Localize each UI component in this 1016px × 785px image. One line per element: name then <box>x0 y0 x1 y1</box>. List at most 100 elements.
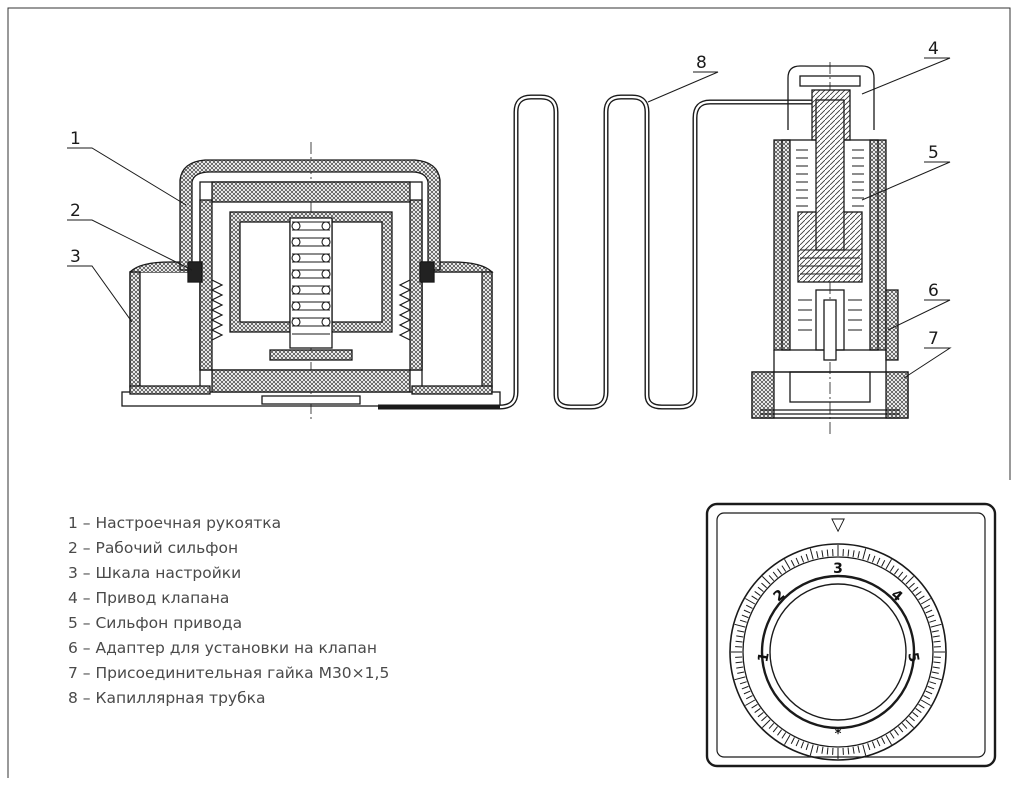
dial-tick <box>923 695 931 700</box>
dial-tick <box>889 732 895 739</box>
dial-tick <box>918 595 925 601</box>
dial-tick <box>876 557 881 565</box>
dial-tick <box>777 729 782 736</box>
setpoint-marker: ▽ <box>831 514 845 535</box>
dial-tick <box>816 745 819 753</box>
dial-tick <box>734 676 746 681</box>
dial-front-view: ▽ 3 2 4 1 5 * <box>705 502 997 768</box>
dial-number-2: 2 <box>771 587 789 606</box>
callout-3: 3 <box>70 247 81 267</box>
dial-tick <box>800 555 805 563</box>
dial-tick <box>894 568 899 575</box>
valve-actuator-section <box>751 62 909 436</box>
dial-tick <box>826 747 829 755</box>
callout-5: 5 <box>928 143 939 163</box>
dial-tick <box>736 666 744 669</box>
dial-tick <box>901 575 908 581</box>
dial-number-4: 4 <box>888 587 906 606</box>
dial-tick <box>862 548 867 560</box>
dial-tick <box>751 703 758 709</box>
legend-item: 2 – Рабочий сильфон <box>68 539 239 557</box>
dial-tick <box>816 551 819 559</box>
legend-list: 1 – Настроечная рукоятка 2 – Рабочий сил… <box>68 511 389 711</box>
dial-tick <box>931 671 939 674</box>
dial-tick <box>745 695 753 700</box>
dial-tick <box>925 609 933 614</box>
dial-tick <box>741 685 749 690</box>
dial-tick <box>871 741 876 749</box>
dial-number-3: 3 <box>833 561 843 577</box>
dial-tick <box>745 598 756 605</box>
dial-tick <box>781 565 787 572</box>
dial-tick <box>912 712 919 718</box>
dial-tick <box>734 623 746 628</box>
dial-tick <box>784 559 791 570</box>
dial-tick <box>751 595 758 601</box>
dial-number-1: 1 <box>755 651 772 663</box>
dial-tick <box>920 598 931 605</box>
dial-tick <box>932 666 940 669</box>
dial-tick <box>761 582 767 589</box>
dial-tick <box>932 635 940 638</box>
dial-tick <box>909 582 915 589</box>
dial-tick <box>761 715 767 722</box>
legend-item: 1 – Настроечная рукоятка <box>68 514 282 532</box>
dial-tick <box>805 553 809 561</box>
dial-tick <box>757 586 764 592</box>
dial-tick <box>885 559 892 570</box>
dial-tick <box>754 708 761 713</box>
dial-tick <box>876 739 881 747</box>
legend-item: 5 – Сильфон привода <box>68 614 243 632</box>
dial-tick <box>852 746 855 754</box>
dial-tick <box>847 747 850 755</box>
callout-4: 4 <box>928 39 939 59</box>
dial-tick <box>737 630 745 633</box>
callout-leaders <box>67 57 952 379</box>
dial-tick <box>925 690 933 695</box>
dial-tick <box>915 591 922 596</box>
dial-tick-ring <box>731 545 945 759</box>
thermostat-head-section <box>121 142 501 420</box>
dial-tick <box>867 743 871 751</box>
dial-tick <box>821 746 824 754</box>
dial-tick <box>889 565 895 572</box>
dial-tick <box>881 737 886 745</box>
callout-7: 7 <box>928 329 939 349</box>
dial-number-5: 5 <box>904 651 921 663</box>
dial-tick <box>761 575 771 585</box>
dial-tick <box>881 559 886 567</box>
legend-item: 6 – Адаптер для установки на клапан <box>68 639 378 657</box>
dial-tick <box>754 591 761 596</box>
dial-tick <box>777 568 782 575</box>
dial-tick <box>901 723 908 729</box>
dial-tick <box>933 661 941 664</box>
dial-tick <box>905 719 915 729</box>
dial-tick <box>739 681 747 685</box>
dial-tick <box>737 671 745 674</box>
dial-tick <box>885 734 892 745</box>
dial-tick <box>809 548 814 560</box>
dial-tick <box>927 614 935 619</box>
dial-tick <box>805 743 809 751</box>
dial-tick <box>739 619 747 623</box>
dial-tick <box>894 729 899 736</box>
legend-item: 7 – Присоединительная гайка М30×1,5 <box>68 664 390 682</box>
dial-tick <box>852 550 855 558</box>
dial-tick <box>912 586 919 592</box>
dial-tick <box>826 549 829 557</box>
dial-tick <box>905 575 915 585</box>
dial-tick <box>821 550 824 558</box>
dial-tick <box>790 559 795 567</box>
dial-tick <box>772 571 778 578</box>
dial-tick <box>867 553 871 561</box>
dial-tick <box>929 681 937 685</box>
dial-tick <box>735 661 743 664</box>
callout-2: 2 <box>70 201 81 221</box>
dial-tick <box>768 723 775 729</box>
page-frame <box>7 7 1011 778</box>
dial-tick <box>898 571 904 578</box>
legend-item: 3 – Шкала настройки <box>68 564 242 582</box>
dial-tick <box>847 549 850 557</box>
dial-tick <box>757 712 764 718</box>
